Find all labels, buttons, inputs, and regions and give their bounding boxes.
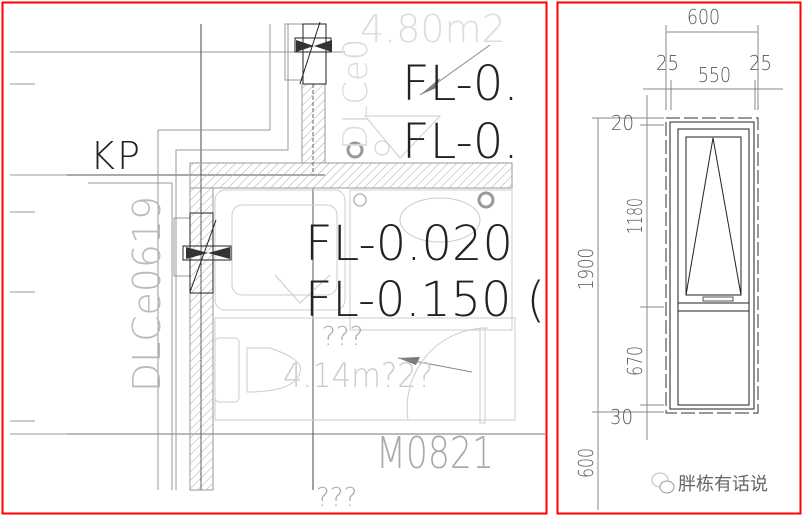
fixtures (214, 44, 516, 424)
dim-inner-width: 550 (698, 63, 731, 87)
window-handle-icon (702, 296, 734, 302)
window-symbol-top (284, 21, 332, 85)
wechat-icon (651, 472, 675, 494)
hatched-walls (189, 83, 513, 491)
elevation-frame-border (556, 1, 802, 515)
window-elevation-panel: 600 25 550 25 20 1180 670 30 1900 600 胖栋… (556, 1, 802, 515)
dim-total-height: 1900 (574, 248, 598, 290)
area-main-label: 4.14m?2? (283, 356, 433, 396)
bottom-garbled-label: ??? (316, 483, 357, 513)
window-code-top-label: DLCe0 (336, 39, 376, 150)
window-frame (665, 117, 759, 414)
dim-total-width: 600 (687, 5, 720, 29)
dim-left-margin: 25 (656, 51, 679, 75)
window-code-label: DLCe0619 (125, 196, 169, 392)
grid-lines (10, 24, 545, 490)
level-top-2: FL-0. (402, 114, 519, 170)
dim-sill-height: 600 (574, 448, 598, 478)
dim-right-margin: 25 (749, 51, 772, 75)
window-symbol-left (173, 212, 232, 294)
dim-lower-panel: 670 (623, 346, 647, 376)
dim-top: 20 (611, 111, 634, 135)
level-main-2: FL-0.150 ( (305, 272, 545, 328)
plan-frame-border (1, 1, 548, 515)
floor-plan-panel: KP DLCe0619 DLCe0 4.80m2 FL-0. FL-0. FL-… (1, 1, 548, 515)
dim-upper-sash: 1180 (623, 198, 647, 234)
level-main-1: FL-0.020 (305, 216, 513, 272)
kp-label: KP (90, 134, 140, 178)
dim-bottom: 30 (610, 405, 633, 429)
dimension-lines (592, 25, 783, 510)
direction-arrow-icon (420, 78, 440, 95)
watermark-text: 胖栋有话说 (678, 474, 768, 495)
area-top-label: 4.80m2 (360, 7, 506, 51)
door-code-label: M0821 (376, 428, 494, 479)
room-name-garbled: ??? (322, 322, 363, 352)
level-top-1: FL-0. (402, 56, 519, 112)
